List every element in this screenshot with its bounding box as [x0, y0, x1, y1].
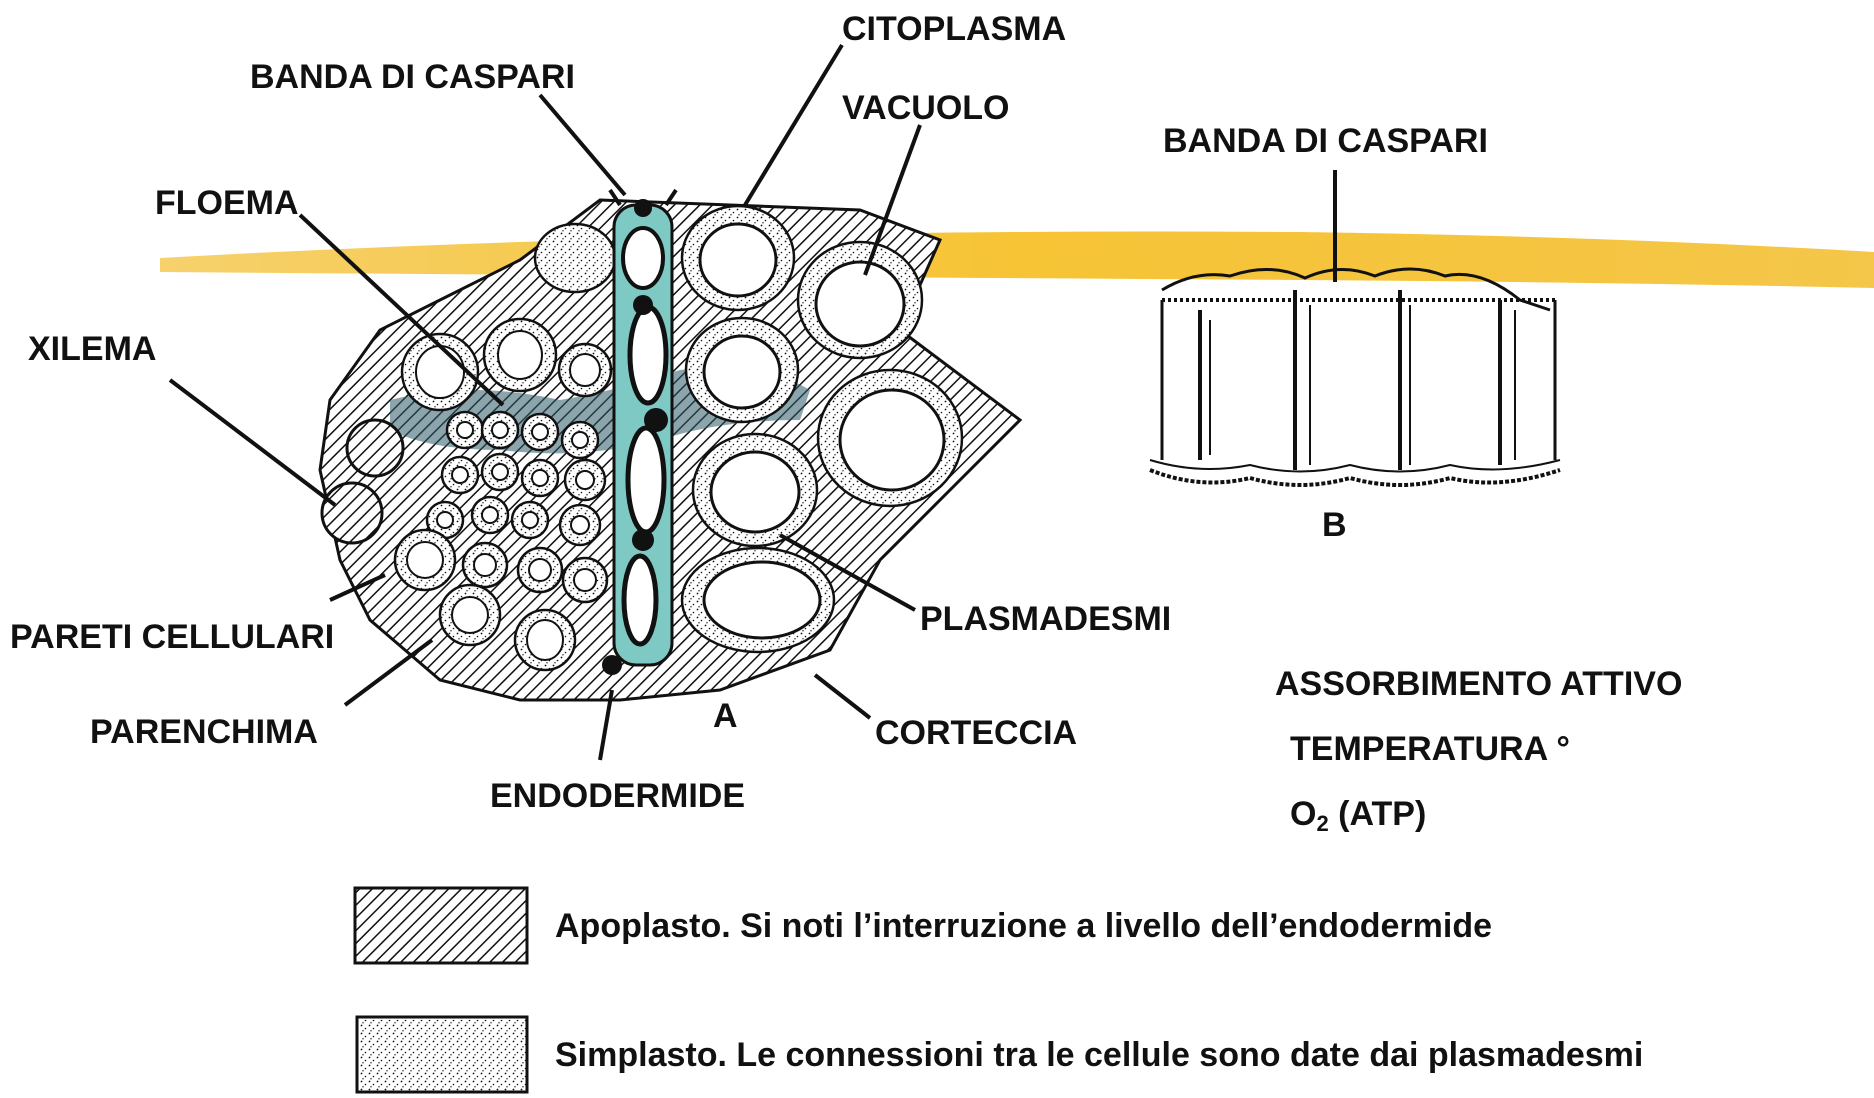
symplast-swatch — [357, 1017, 527, 1092]
label-plasmadesmi: PLASMADESMI — [920, 600, 1171, 638]
label-banda-caspari-b: BANDA DI CASPARI — [1163, 122, 1488, 160]
highlight-band — [160, 232, 1874, 288]
note-atp: (ATP) — [1329, 795, 1427, 833]
xylem-cell-small — [347, 420, 403, 476]
endodermis — [610, 190, 676, 665]
legend-simplasto: Simplasto. Le connessioni tra le cellule… — [555, 1036, 1643, 1074]
label-a: A — [713, 697, 738, 735]
note-o-subscript: 2 — [1316, 811, 1328, 836]
label-xilema: XILEMA — [28, 330, 156, 368]
xylem-cell — [322, 483, 382, 543]
label-parenchima: PARENCHIMA — [90, 713, 318, 751]
apoplast-swatch — [355, 888, 527, 963]
note-o: O — [1290, 795, 1316, 833]
note-temperatura: TEMPERATURA ° — [1290, 730, 1570, 768]
diagram-b-cell-walls — [1200, 290, 1500, 470]
diagram-b — [1150, 170, 1560, 485]
diagram-b-bottom — [1150, 470, 1560, 485]
label-floema: FLOEMA — [155, 184, 299, 222]
label-corteccia: CORTECCIA — [875, 714, 1077, 752]
label-b: B — [1322, 506, 1347, 544]
label-banda-caspari-a: BANDA DI CASPARI — [250, 58, 575, 96]
note-assorbimento: ASSORBIMENTO ATTIVO — [1275, 665, 1682, 703]
note-o2-atp: O2 (ATP) — [1290, 795, 1426, 836]
label-vacuolo: VACUOLO — [842, 89, 1009, 127]
label-pareti-cellulari: PARETI CELLULARI — [10, 618, 334, 656]
legend-apoplasto: Apoplasto. Si noti l’interruzione a live… — [555, 907, 1492, 945]
label-citoplasma: CITOPLASMA — [842, 10, 1066, 48]
label-endodermide: ENDODERMIDE — [490, 777, 745, 815]
